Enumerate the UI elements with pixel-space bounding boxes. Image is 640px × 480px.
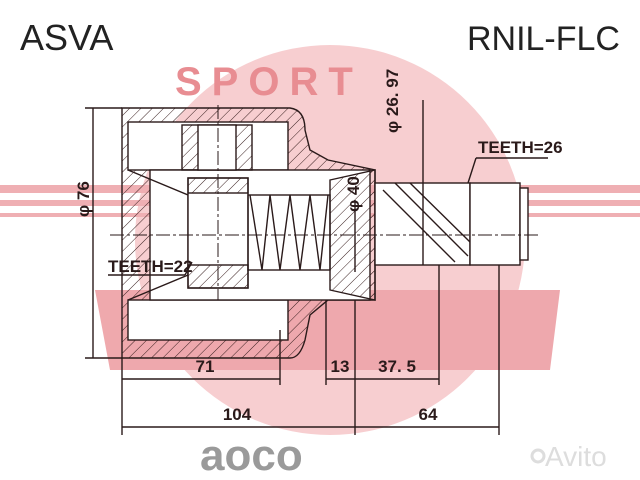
brand-title: ASVA [20,17,113,58]
dimension-labels: φ 76 φ 40 φ 26. 97 TEETH=22 TEETH=26 71 … [74,69,562,424]
dim-64: 64 [419,405,438,424]
seat-diameter-label: φ 40 [344,176,363,212]
dim-13: 13 [331,357,350,376]
teeth-inner-label: TEETH=22 [108,257,193,276]
shop-watermark: aoco [200,431,303,480]
avito-watermark: Avito [545,441,607,472]
watermark-sport: SPORT [175,60,363,104]
joint-drawing [85,100,548,435]
teeth-shaft-label: TEETH=26 [478,138,563,157]
dim-71: 71 [196,357,215,376]
shaft-diameter-label: φ 26. 97 [383,69,402,133]
part-number: RNIL-FLC [467,20,620,58]
dim-37-5: 37. 5 [378,357,416,376]
avito-logo-icon [530,448,546,464]
outer-diameter-label: φ 76 [74,181,93,217]
dim-104: 104 [223,405,252,424]
